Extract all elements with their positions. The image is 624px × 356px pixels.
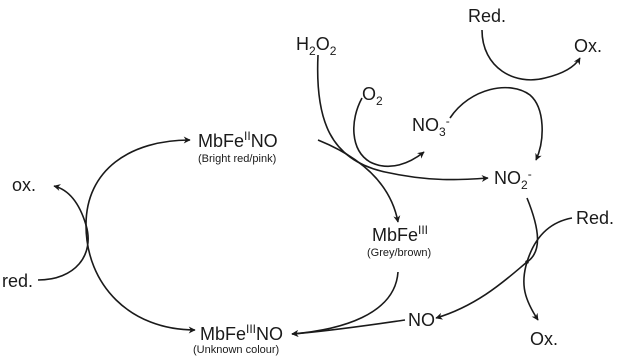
mbfe2no-to-mbfe3-arrow [317, 139, 401, 223]
red-to-ox-left-arrow [37, 184, 89, 281]
red-right-label: Red. [576, 208, 614, 228]
red-top-label: Red. [468, 6, 506, 26]
o2-to-no3-arrow [353, 97, 425, 168]
red-to-ox-top-arrow [481, 29, 581, 81]
ox-top-label: Ox. [574, 36, 602, 56]
no3-label: NO3- [412, 114, 450, 139]
ox-bottom-label: Ox. [530, 329, 558, 349]
red-left-label: red. [2, 271, 33, 291]
reaction-node-dot [525, 260, 529, 264]
ox-left-label: ox. [12, 175, 36, 195]
mbfe3-label: MbFeIII [372, 223, 428, 245]
to-ox-bottom-arrow [523, 261, 539, 321]
no-label: NO [408, 310, 435, 330]
no2-to-no-arrow [435, 197, 539, 320]
no3-to-no2-arrow [449, 86, 543, 161]
no-to-mbfe3no-arrow [291, 319, 406, 337]
mbfe2no-colour-note: (Bright red/pink) [198, 153, 276, 165]
o2-label: O2 [362, 84, 383, 108]
cycle-arrow-to-mbfe3no [85, 224, 196, 334]
cycle-arrow-to-mbfe2no [85, 136, 191, 226]
mbfe3no-colour-note: (Unknown colour) [193, 344, 279, 356]
mbfe3no-label: MbFeIIINO [200, 322, 283, 344]
no2-label: NO2- [494, 167, 532, 192]
mbfe3-to-mbfe3no-arrow [291, 271, 399, 337]
h2o2-label: H2O2 [296, 34, 337, 58]
h2o2-to-no2-arrow [316, 54, 489, 182]
red-right-in-arrow [526, 217, 573, 263]
mbfe2no-label: MbFeIINO [198, 129, 278, 151]
mbfe3-colour-note: (Grey/brown) [367, 247, 431, 259]
